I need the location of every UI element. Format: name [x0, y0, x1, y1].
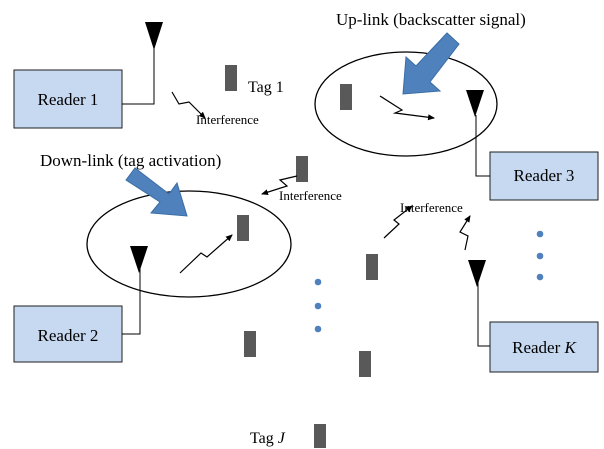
interference-signal-2-icon: [261, 175, 298, 196]
tag-lower-left: [244, 331, 256, 357]
tag-lower-middle: [359, 351, 371, 377]
reader-2-label: Reader 2: [38, 326, 99, 345]
reader-1-antenna-wire: [122, 45, 155, 105]
uplink-signal-icon: [379, 95, 435, 121]
interference-signal-3-icon: [383, 205, 413, 239]
ellipsis-dots-tags: [314, 278, 322, 333]
tag-interference-2: [296, 156, 308, 182]
downlink-label: Down-link (tag activation): [40, 151, 221, 170]
reader-k-antenna-wire: [477, 283, 490, 347]
downlink-signal-icon: [179, 234, 233, 274]
interference-label-1: Interference: [196, 112, 259, 127]
tag-1: [225, 65, 237, 91]
tag-center: [366, 254, 378, 280]
reader-3-box: [489, 151, 599, 201]
reader-1-label: Reader 1: [38, 90, 99, 109]
reader-k: Reader K: [468, 260, 599, 373]
reader-1: Reader 1: [13, 22, 163, 129]
reader-k-antenna-icon: [468, 260, 486, 287]
reader-2-box: [13, 305, 123, 363]
interference-signal-4-icon: [459, 215, 471, 251]
tag-j: [314, 424, 326, 448]
reader-1-antenna-icon: [145, 22, 163, 50]
interference-signal-1-icon: [171, 91, 206, 119]
uplink-label: Up-link (backscatter signal): [336, 10, 526, 29]
reader-3-coverage-zone: [314, 51, 498, 157]
tag-in-reader-2-zone: [237, 215, 249, 241]
reader-2-antenna-icon: [130, 246, 148, 273]
uplink-arrow-icon: [402, 32, 460, 95]
downlink-arrow-icon: [125, 167, 188, 217]
reader-2: Reader 2: [13, 246, 148, 363]
reader-3: Reader 3: [466, 90, 599, 201]
reader-2-coverage-zone: [86, 190, 292, 298]
reader-3-label: Reader 3: [514, 166, 575, 185]
ellipsis-dots-readers: [536, 230, 544, 281]
reader-3-antenna-icon: [466, 90, 484, 117]
interference-label-2: Interference: [279, 188, 342, 203]
tag-1-label: Tag 1: [248, 79, 284, 96]
reader-k-label: Reader K: [512, 338, 577, 357]
reader-2-antenna-wire: [122, 268, 141, 335]
interference-label-3: Interference: [400, 200, 463, 215]
reader-3-antenna-wire: [475, 115, 490, 177]
reader-k-box: [489, 321, 599, 373]
tag-in-reader-3-zone: [340, 84, 352, 110]
tag-j-label: Tag J: [250, 430, 286, 447]
reader-1-box: [13, 69, 123, 129]
